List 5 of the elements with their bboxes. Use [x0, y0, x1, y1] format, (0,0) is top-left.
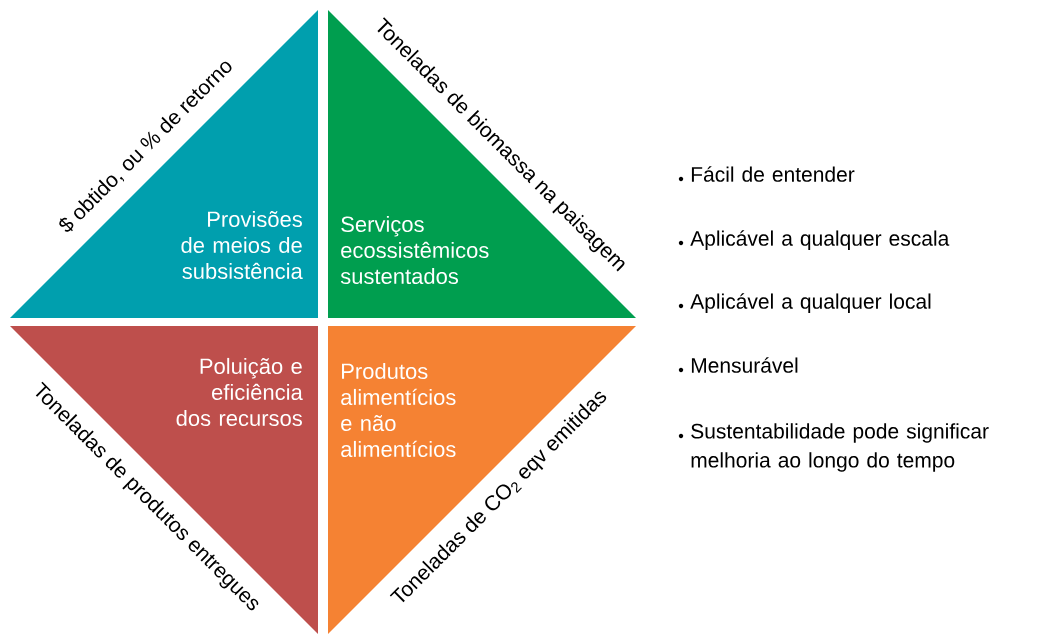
bullet-item: Sustentabilidade pode significar melhoria ao longo do tempo [691, 423, 989, 472]
bullet-item: Mensurável [691, 357, 798, 373]
bullet-item: Fácil de entender [691, 166, 855, 182]
bullet-item: Aplicável a qualquer local [690, 293, 931, 313]
bullet-item: Aplicável a qualquer escala [690, 230, 950, 250]
